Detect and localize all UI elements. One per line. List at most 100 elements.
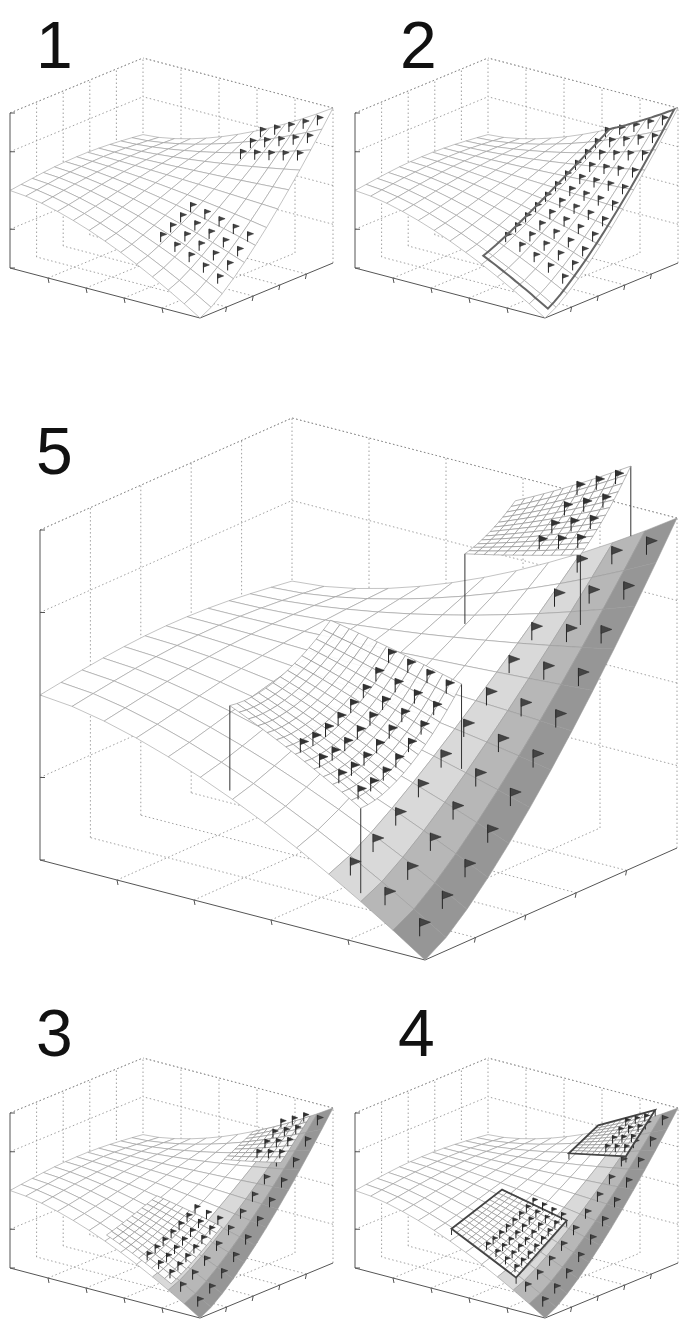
surface-plot xyxy=(40,418,677,960)
surface-mesh xyxy=(295,129,322,151)
flag-marker xyxy=(186,1253,191,1257)
patch-mesh xyxy=(575,543,589,550)
axis-tick xyxy=(305,1274,306,1279)
flag-marker xyxy=(195,221,201,226)
axis-tick xyxy=(355,151,360,152)
flag-marker xyxy=(283,150,289,155)
flag-marker xyxy=(610,137,616,142)
patch-edge xyxy=(461,684,462,769)
axis-tick xyxy=(10,1268,15,1269)
flag-marker xyxy=(567,1269,573,1274)
axis-tick xyxy=(355,229,360,230)
flag-marker xyxy=(590,515,598,521)
flag-marker xyxy=(209,229,215,234)
flag-marker xyxy=(339,769,347,775)
flag-marker xyxy=(370,712,378,718)
flag-marker xyxy=(568,238,574,243)
flag-marker xyxy=(453,802,464,810)
flag-marker xyxy=(540,221,546,226)
flag-marker xyxy=(603,1216,609,1221)
axis-tick xyxy=(474,938,475,943)
flag-marker xyxy=(265,137,271,142)
flag-marker xyxy=(389,725,397,731)
flag-marker xyxy=(163,1237,168,1241)
flag-marker xyxy=(241,149,247,154)
flag-marker xyxy=(564,502,572,508)
flag-marker xyxy=(534,252,540,257)
flag-marker xyxy=(194,1244,199,1248)
flag-marker xyxy=(258,1216,264,1221)
flag-marker xyxy=(633,168,639,173)
flag-marker xyxy=(229,1225,235,1230)
flag-marker xyxy=(219,217,225,222)
flag-marker xyxy=(578,224,584,229)
axis-tick xyxy=(40,777,45,778)
surface-mesh xyxy=(184,1294,211,1318)
axis-tick xyxy=(626,870,627,875)
flag-marker xyxy=(555,1284,561,1289)
flag-marker xyxy=(560,198,566,203)
flag-marker xyxy=(289,122,295,127)
flag-marker xyxy=(218,274,224,279)
flag-marker xyxy=(377,739,385,745)
surface-mesh xyxy=(562,1252,589,1278)
axis-line xyxy=(10,268,200,318)
flag-marker xyxy=(601,625,612,633)
flag-marker xyxy=(159,1260,164,1264)
flag-marker xyxy=(260,127,266,132)
axis-line xyxy=(200,1263,333,1318)
surface-mesh xyxy=(561,647,614,690)
grid-line xyxy=(143,58,333,108)
flag-marker xyxy=(427,669,435,675)
flag-marker xyxy=(213,250,219,255)
flag-marker xyxy=(191,202,197,207)
flag-marker xyxy=(543,1297,549,1302)
patch-edge xyxy=(630,466,631,536)
flag-marker xyxy=(185,232,191,237)
axis-tick xyxy=(279,1285,280,1290)
flag-marker xyxy=(275,125,281,130)
grid-line xyxy=(10,58,143,113)
flag-marker xyxy=(571,518,579,524)
flag-marker xyxy=(520,242,526,247)
patch-mesh xyxy=(200,1236,212,1246)
axis-tick xyxy=(40,860,45,861)
axis-tick xyxy=(571,307,572,312)
flag-marker xyxy=(167,1253,172,1257)
flag-marker xyxy=(441,750,452,758)
flag-marker xyxy=(662,1115,668,1120)
flag-marker xyxy=(418,779,429,787)
surface-mesh xyxy=(273,169,300,190)
axis-tick xyxy=(525,915,526,920)
flag-marker xyxy=(650,1137,656,1142)
flag-marker xyxy=(564,217,570,222)
flag-marker xyxy=(257,1149,262,1153)
surface-mesh xyxy=(273,1169,300,1190)
flag-marker xyxy=(596,476,604,482)
axis-tick xyxy=(355,1268,360,1269)
flag-marker xyxy=(234,1252,240,1257)
flag-marker xyxy=(600,150,606,155)
flag-marker xyxy=(609,1174,615,1179)
grid-line xyxy=(333,108,334,263)
flag-marker xyxy=(476,769,487,777)
flag-marker xyxy=(199,241,205,246)
axis-tick xyxy=(162,1308,163,1313)
flag-marker xyxy=(250,138,256,143)
flag-marker xyxy=(371,777,379,783)
flag-marker xyxy=(594,178,600,183)
flag-marker xyxy=(539,536,547,542)
axis-tick xyxy=(507,1308,508,1313)
flag-marker xyxy=(326,723,334,729)
flag-marker xyxy=(268,1149,273,1153)
flag-marker xyxy=(638,135,644,140)
flag-marker xyxy=(532,622,543,630)
grid-line xyxy=(48,1223,181,1278)
flag-marker xyxy=(280,1149,285,1153)
flag-marker xyxy=(563,274,569,279)
flag-marker xyxy=(583,246,589,251)
axis-tick xyxy=(194,900,195,905)
flag-marker xyxy=(487,687,498,695)
flag-marker xyxy=(614,150,620,155)
surface-mesh xyxy=(529,1294,556,1318)
